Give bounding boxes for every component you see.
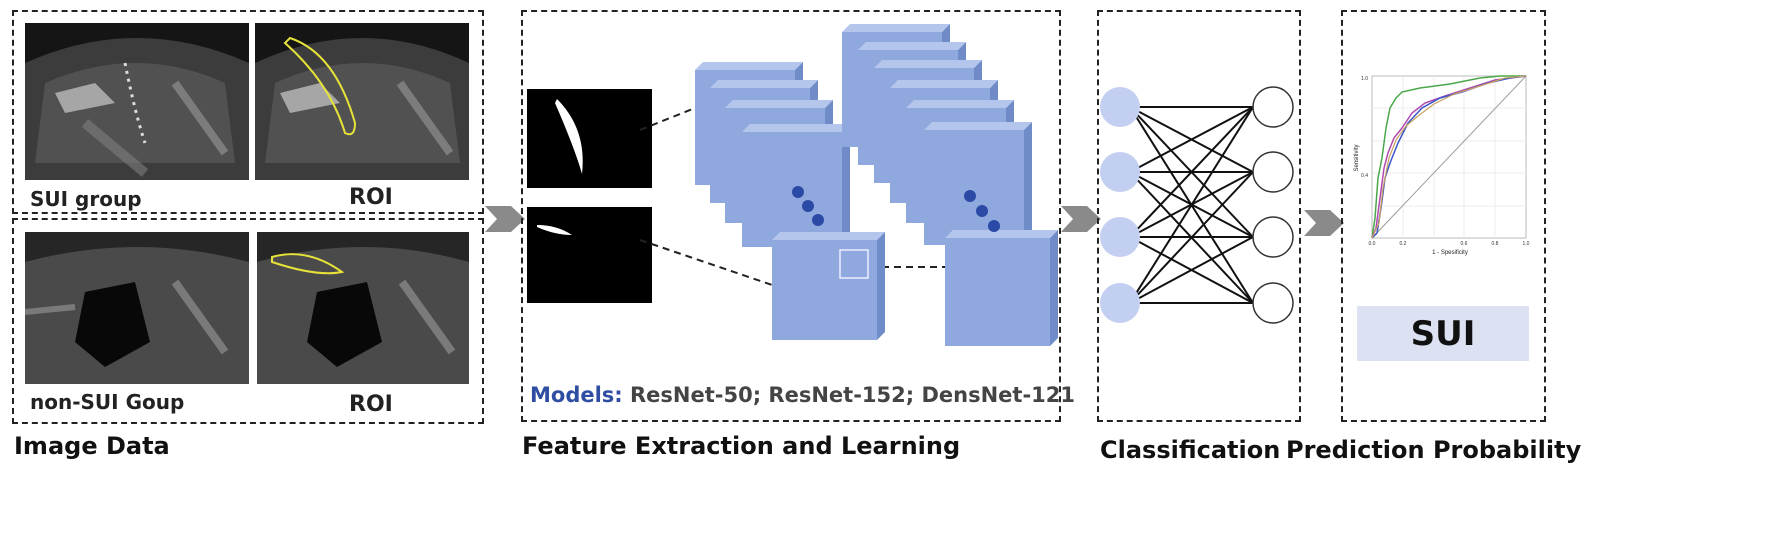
output-node — [1252, 151, 1294, 193]
roc-tick-x-1: 0.2 — [1400, 241, 1407, 247]
models-value: ResNet-50; ResNet-152; DensNet-121 — [630, 383, 1075, 407]
prediction-title: Prediction Probability — [1286, 436, 1582, 464]
feature-map-small-front — [772, 232, 885, 340]
non-sui-group-label: non-SUI Goup — [30, 390, 185, 414]
chevron-right-icon — [1061, 206, 1101, 232]
roc-tick-x-4: 0.8 — [1492, 241, 1499, 247]
roc-curve-chart: 1.0 0.4 0.0 0.2 0.6 0.8 1.0 1 - Spesific… — [1354, 75, 1530, 256]
roc-y-label: Sensitivity — [1354, 144, 1360, 171]
feature-map-large-front — [945, 230, 1058, 346]
feature-map-stack1-3 — [742, 124, 850, 247]
roc-x-label: 1 - Spesificity — [1432, 250, 1468, 256]
roi-mask-non-sui — [527, 207, 652, 303]
image-data-panel — [12, 10, 484, 214]
roc-tick-y-top: 1.0 — [1361, 76, 1368, 82]
chevron-right-icon — [485, 206, 525, 232]
input-node — [1100, 87, 1140, 127]
non-sui-ultrasound-image — [25, 232, 249, 384]
output-node — [1252, 282, 1294, 324]
image-data-panel-lower — [12, 218, 484, 424]
classification-panel — [1097, 10, 1301, 422]
non-sui-roi-image — [257, 232, 469, 384]
models-key: Models: — [530, 383, 623, 407]
neural-network-diagram — [1100, 86, 1294, 324]
classification-title: Classification — [1100, 436, 1281, 464]
prediction-panel — [1341, 10, 1546, 422]
output-node — [1252, 86, 1294, 128]
feature-map-stack2-5 — [924, 122, 1032, 245]
input-node — [1100, 152, 1140, 192]
roi-label-bottom: ROI — [349, 392, 393, 417]
sui-roi-image — [255, 23, 469, 180]
roc-tick-x-5: 1.0 — [1523, 241, 1530, 247]
feature-extraction-panel — [521, 10, 1061, 422]
output-node — [1252, 216, 1294, 258]
models-text: Models: ResNet-50; ResNet-152; DensNet-1… — [530, 383, 1075, 407]
roi-mask-sui — [527, 89, 652, 188]
image-data-title: Image Data — [14, 432, 170, 460]
roc-tick-x-0: 0.0 — [1369, 241, 1376, 247]
conv-kernel — [839, 249, 869, 279]
prediction-result: SUI — [1357, 306, 1529, 361]
input-node — [1100, 283, 1140, 323]
cnn-feature-maps — [640, 24, 1058, 346]
input-node — [1100, 217, 1140, 257]
sui-ultrasound-image — [25, 23, 249, 180]
feature-extraction-title: Feature Extraction and Learning — [522, 432, 961, 460]
roc-tick-x-3: 0.6 — [1461, 241, 1468, 247]
roc-tick-y-mid: 0.4 — [1361, 173, 1368, 179]
roi-label-top: ROI — [349, 185, 393, 210]
chevron-right-icon — [1304, 210, 1344, 236]
sui-group-label: SUI group — [30, 187, 142, 211]
